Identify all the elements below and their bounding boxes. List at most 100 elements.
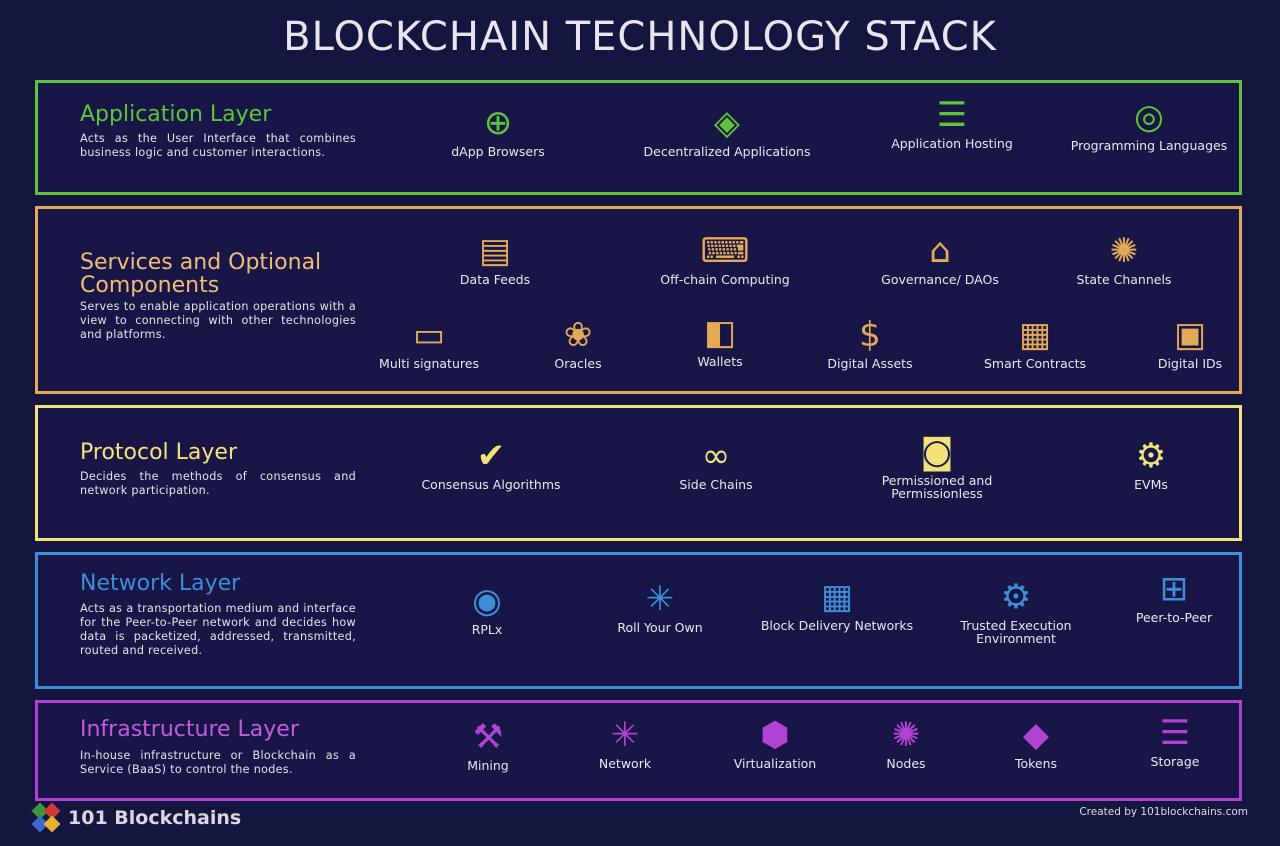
stack-item: ⬢Virtualization <box>680 715 870 770</box>
layer-description: Acts as the User Interface that combines… <box>80 132 356 159</box>
stack-item: ✳Network <box>530 715 720 770</box>
item-label: Roll Your Own <box>617 620 703 635</box>
stack-item: ◎Programming Languages <box>1054 97 1244 152</box>
item-label: Trusted Execution Environment <box>960 618 1072 646</box>
item-label: Nodes <box>886 756 926 771</box>
stack-item: ⚙Trusted Execution Environment <box>921 577 1111 645</box>
card-pen-icon: ▭ <box>412 315 446 355</box>
coins-icon: $ <box>859 315 881 355</box>
user-lock-icon: ◙ <box>920 432 954 472</box>
stack-item: $Digital Assets <box>775 315 965 370</box>
credit-text: Created by 101blockchains.com <box>1079 806 1248 818</box>
stack-item: ☰Application Hosting <box>857 95 1047 150</box>
storage-icon: ☰ <box>1159 713 1191 753</box>
item-label: Off-chain Computing <box>660 272 790 287</box>
item-label: Decentralized Applications <box>643 144 811 159</box>
layer-description: Decides the methods of consensus and net… <box>80 470 356 497</box>
server-rack-icon: ☰ <box>936 95 968 135</box>
stack-item: ◆Tokens <box>941 715 1131 770</box>
stack-item: ⊞Peer-to-Peer <box>1079 569 1269 624</box>
stack-item: ▭Multi signatures <box>334 315 524 370</box>
layer-heading: Services and Optional Components <box>80 250 322 298</box>
wallet-icon: ◧ <box>703 313 737 353</box>
blocks-grid-icon: ▦ <box>820 577 854 617</box>
cubes-logo-icon <box>31 802 62 833</box>
mesh-network-icon: ✳ <box>645 579 675 619</box>
brand-logo: 101 Blockchains <box>31 802 242 833</box>
stack-item: ☰Storage <box>1080 713 1270 768</box>
stack-item: ∞Side Chains <box>621 436 811 491</box>
nodes-icon: ✺ <box>891 715 921 755</box>
network-icon: ✳ <box>610 715 640 755</box>
layer-description: Serves to enable application operations … <box>80 300 356 341</box>
layer-heading: Application Layer <box>80 102 272 127</box>
item-label: Multi signatures <box>379 356 479 371</box>
stack-item: ✳Roll Your Own <box>565 579 755 634</box>
stack-item: ◉RPLx <box>392 581 582 636</box>
item-label: Network <box>598 756 652 771</box>
institution-icon: ⌂ <box>929 231 951 271</box>
tags-icon: ◆ <box>1022 715 1050 755</box>
stack-item: ⚙EVMs <box>1056 436 1246 491</box>
layer-description: Acts as a transportation medium and inte… <box>80 602 356 657</box>
stack-item: ▦Smart Contracts <box>940 315 1130 370</box>
item-label: Application Hosting <box>891 136 1013 151</box>
item-label: Data Feeds <box>459 272 531 287</box>
stack-item: ▦Block Delivery Networks <box>742 577 932 632</box>
browser-globe-icon: ⊕ <box>483 103 513 143</box>
item-label: Tokens <box>1014 756 1058 771</box>
database-pen-icon: ▤ <box>478 231 512 271</box>
venn-cloud-icon: ❀ <box>563 315 593 355</box>
item-label: Storage <box>1150 754 1200 769</box>
stack-item: ⌂Governance/ DAOs <box>845 231 1035 286</box>
item-label: Digital Assets <box>827 356 913 371</box>
item-label: Block Delivery Networks <box>760 618 914 633</box>
document-icon: ▦ <box>1018 315 1052 355</box>
p2p-computers-icon: ⊞ <box>1159 569 1189 609</box>
chain-link-icon: ∞ <box>701 436 731 476</box>
item-label: RPLx <box>471 622 503 637</box>
stack-item: ⚒Mining <box>393 717 583 772</box>
hub-icon: ✺ <box>1109 231 1139 271</box>
gears-check-icon: ⚙ <box>1000 577 1032 617</box>
stack-item: ✔Consensus Algorithms <box>396 436 586 491</box>
robot-arm-icon: ⚙ <box>1135 436 1167 476</box>
stack-item: ▤Data Feeds <box>400 231 590 286</box>
item-label: Side Chains <box>679 477 753 492</box>
item-label: Programming Languages <box>1070 138 1228 153</box>
stack-item: ⊕dApp Browsers <box>403 103 593 158</box>
stack-item: ◧Wallets <box>625 313 815 368</box>
laptop-cloud-icon: ⌨ <box>700 231 750 271</box>
item-label: dApp Browsers <box>451 144 545 159</box>
layer-heading: Network Layer <box>80 571 241 596</box>
item-label: Permissioned and Permissionless <box>881 473 993 501</box>
stack-item: ❀Oracles <box>483 315 673 370</box>
consensus-check-icon: ✔ <box>476 436 506 476</box>
stack-item: ◙Permissioned and Permissionless <box>842 432 1032 500</box>
layer-heading: Protocol Layer <box>80 440 237 465</box>
brand-name: 101 Blockchains <box>68 807 242 829</box>
code-icon: ◎ <box>1134 97 1164 137</box>
stack-item: ✺Nodes <box>811 715 1001 770</box>
stack-item: ▣Digital IDs <box>1095 315 1280 370</box>
item-label: Peer-to-Peer <box>1135 610 1213 625</box>
item-label: Virtualization <box>733 756 817 771</box>
item-label: State Channels <box>1076 272 1172 287</box>
layers-stack-icon: ◈ <box>713 103 741 143</box>
stack-item: ◈Decentralized Applications <box>632 103 822 158</box>
stack-item: ✺State Channels <box>1029 231 1219 286</box>
item-label: Oracles <box>554 356 602 371</box>
item-label: EVMs <box>1134 477 1168 492</box>
item-label: Smart Contracts <box>983 356 1087 371</box>
item-label: Governance/ DAOs <box>881 272 999 287</box>
item-label: Wallets <box>697 354 743 369</box>
layer-description: In-house infrastructure or Blockchain as… <box>80 749 356 776</box>
layer-heading: Infrastructure Layer <box>80 717 299 742</box>
miner-bitcoin-icon: ⚒ <box>472 717 504 757</box>
item-label: Consensus Algorithms <box>421 477 561 492</box>
